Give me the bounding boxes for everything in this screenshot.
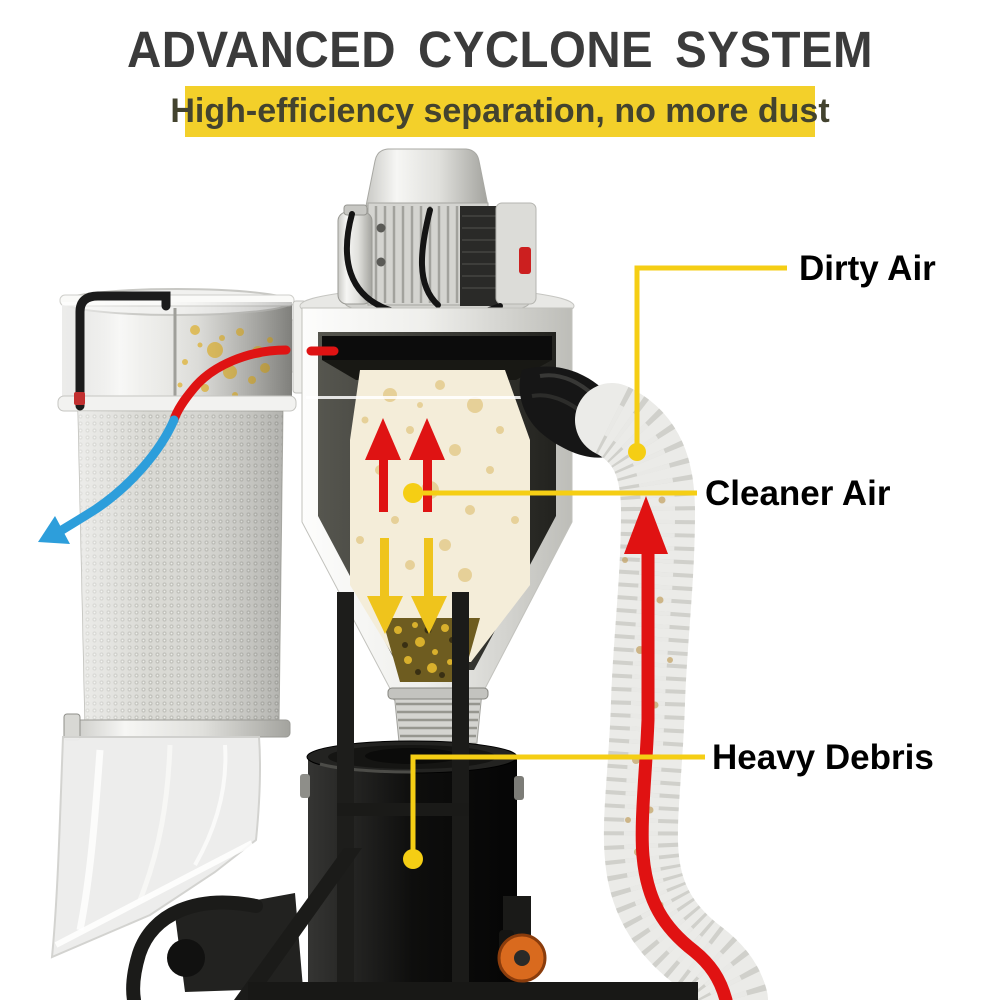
filter-unit (50, 288, 309, 992)
frame-handle (126, 895, 263, 1000)
control-box (460, 202, 537, 306)
page-title: ADVANCED CYCLONE SYSTEM (127, 21, 873, 78)
drum-clip (300, 774, 310, 798)
callout-dirty-air (628, 265, 787, 461)
hose-red-flow-arrow (624, 496, 733, 1000)
callout-dot (628, 443, 646, 461)
stand-frame (126, 592, 698, 1000)
callout-lines (403, 265, 787, 869)
cyclone-body (301, 307, 573, 707)
filter-mesh-cartridge (63, 410, 291, 741)
callout-cleaner-air (403, 483, 697, 503)
band-clamp (387, 687, 489, 700)
blue-flow-arrow (38, 415, 179, 544)
capacitor (337, 211, 373, 305)
callout-heavy-debris (403, 754, 705, 869)
power-switch (519, 247, 531, 274)
subtitle-banner: High-efficiency separation, no more dust (170, 86, 830, 137)
label-heavy-debris: Heavy Debris (712, 738, 934, 777)
drum-clip (514, 776, 524, 800)
subtitle-text: High-efficiency separation, no more dust (170, 92, 830, 130)
cyclone-separator (292, 148, 575, 707)
callout-dot (403, 849, 423, 869)
down-arrow-yellow (367, 538, 447, 634)
label-cleaner-air: Cleaner Air (705, 474, 891, 513)
caster-wheel (167, 939, 205, 977)
plastic-collection-bag (50, 736, 261, 959)
band-clamp (69, 719, 291, 738)
base-platform (248, 982, 698, 1000)
inner-air-column (350, 370, 530, 662)
flow-arrows (38, 345, 733, 1000)
inlet-baffle (322, 336, 552, 360)
motor (337, 148, 537, 324)
red-flow-curve (169, 345, 339, 425)
filter-handle (74, 291, 171, 411)
label-dirty-air: Dirty Air (799, 249, 936, 288)
up-arrow-red (365, 418, 445, 512)
diagonal-brace (234, 848, 362, 1000)
caster-wheel-orange (497, 896, 547, 983)
lower-assembly (126, 592, 698, 1000)
callout-dot (403, 483, 423, 503)
